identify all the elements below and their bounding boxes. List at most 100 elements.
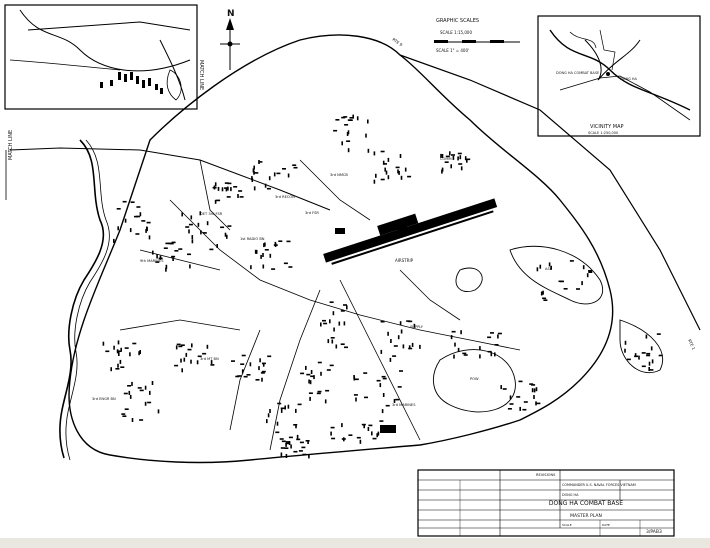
building: [457, 347, 460, 352]
building: [189, 264, 191, 269]
revisions-header: REVISIONS: [536, 473, 556, 477]
building: [165, 242, 170, 245]
label-recon: 3rd RECON: [275, 195, 295, 199]
building: [354, 378, 359, 381]
building: [115, 368, 120, 370]
building: [509, 403, 514, 405]
building: [274, 241, 277, 246]
building: [171, 241, 176, 244]
building: [322, 319, 326, 322]
building: [292, 164, 297, 166]
building: [239, 196, 244, 198]
building: [165, 264, 168, 269]
building: [136, 215, 141, 218]
building: [260, 254, 262, 259]
plan-subtitle: MASTER PLAN: [570, 513, 602, 519]
building: [382, 160, 385, 165]
inset-matchline-label: MATCH LINE: [198, 60, 204, 90]
graphic-scales-title: GRAPHIC SCALES: [436, 18, 479, 24]
building: [185, 352, 188, 357]
building: [516, 396, 521, 398]
building: [344, 346, 348, 349]
building: [335, 344, 338, 349]
building: [284, 447, 289, 449]
building: [340, 343, 345, 345]
building: [131, 381, 133, 386]
building: [253, 186, 256, 191]
building: [376, 433, 378, 438]
building: [258, 161, 263, 163]
building: [353, 375, 355, 379]
building: [395, 166, 400, 169]
airstrip: [323, 198, 498, 265]
building: [224, 182, 229, 184]
building: [306, 373, 311, 376]
building: [346, 140, 351, 142]
building: [307, 440, 309, 444]
building: [479, 354, 481, 359]
building: [509, 395, 512, 400]
building: [368, 424, 373, 427]
building: [180, 344, 185, 346]
building: [308, 379, 310, 384]
apron: [377, 213, 419, 236]
building: [129, 228, 132, 233]
building: [332, 311, 335, 316]
building: [124, 347, 129, 349]
building: [648, 361, 651, 366]
building: [317, 390, 322, 393]
location-text: DONG HA: [562, 493, 579, 497]
building: [178, 345, 183, 348]
building: [285, 454, 288, 458]
building: [132, 342, 137, 345]
building: [335, 119, 340, 121]
building: [329, 301, 334, 303]
building: [535, 401, 537, 406]
building: [404, 167, 407, 172]
building: [494, 352, 496, 357]
building: [181, 368, 183, 373]
building: [176, 343, 181, 346]
building: [180, 358, 182, 363]
building: [518, 380, 523, 383]
building: [646, 354, 651, 357]
building: [241, 354, 246, 357]
label-ammo: ASP: [545, 267, 553, 271]
building: [451, 154, 455, 156]
building: [576, 288, 580, 290]
building: [359, 439, 362, 444]
vicinity-map-scale: SCALE 1:250,000: [588, 131, 618, 135]
building: [155, 261, 160, 263]
building: [138, 351, 140, 356]
building: [522, 408, 527, 411]
inner-roads: [119, 159, 521, 451]
building: [441, 167, 444, 172]
building: [380, 320, 385, 323]
label-fsr: 3rd FSR: [305, 211, 319, 215]
building: [300, 372, 305, 375]
building: [363, 372, 368, 374]
building: [246, 374, 251, 376]
building: [649, 369, 654, 371]
building: [280, 407, 285, 410]
building: [450, 164, 452, 169]
building: [259, 358, 261, 363]
graphic-scales-line1: SCALE 1:15,000: [440, 30, 472, 35]
building: [183, 357, 186, 362]
building: [407, 175, 412, 178]
building: [260, 372, 265, 374]
building: [408, 345, 411, 350]
label-eng: 3rd ENGR BN: [92, 397, 116, 401]
building: [171, 255, 176, 258]
building: [308, 454, 310, 459]
building: [116, 350, 121, 352]
building: [287, 173, 290, 178]
building: [385, 170, 388, 175]
building: [230, 187, 232, 192]
building: [136, 206, 141, 208]
building: [327, 339, 330, 344]
building: [347, 130, 350, 135]
building: [206, 344, 209, 349]
building: [188, 229, 190, 234]
building: [141, 220, 146, 222]
